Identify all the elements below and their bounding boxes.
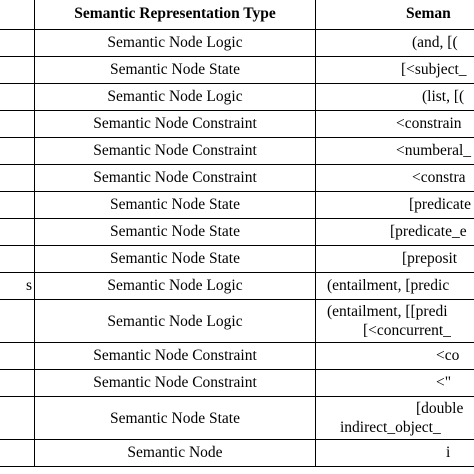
cell-c0 bbox=[0, 29, 35, 57]
cell-value-line-1: (entailment, [[predi bbox=[327, 303, 448, 320]
cell-type: Semantic Node bbox=[34, 439, 316, 467]
cell-type: Semantic Node Logic bbox=[34, 272, 316, 300]
header-row: Semantic Representation Type Seman bbox=[0, 0, 474, 30]
cell-c0 bbox=[0, 299, 35, 343]
table-row: Semantic Node Logic (list, [( bbox=[0, 83, 474, 111]
cell-value: <constra bbox=[315, 164, 474, 192]
cell-value: <co bbox=[315, 342, 474, 370]
cell-value-line-2: indirect_object_ bbox=[340, 419, 441, 436]
header-cell-0 bbox=[0, 0, 35, 30]
cell-value: (and, [( bbox=[315, 29, 474, 57]
cell-c0 bbox=[0, 342, 35, 370]
table-row: Semantic Node Logic (and, [( bbox=[0, 29, 474, 57]
cell-value: [double indirect_object_ bbox=[315, 396, 474, 440]
cell-value: (entailment, [predic bbox=[315, 272, 474, 300]
cell-type: Semantic Node Logic bbox=[34, 29, 316, 57]
cell-type: Semantic Node Constraint bbox=[34, 369, 316, 397]
cell-value: [predicate_e bbox=[315, 218, 474, 246]
cell-type: Semantic Node State bbox=[34, 218, 316, 246]
header-cell-semantic: Seman bbox=[315, 0, 474, 30]
table-row: Semantic Node State [<subject_ bbox=[0, 56, 474, 84]
cell-type: Semantic Node State bbox=[34, 56, 316, 84]
cell-c0 bbox=[0, 83, 35, 111]
cell-c0 bbox=[0, 191, 35, 219]
table-row: Semantic Node State [predicate bbox=[0, 191, 474, 219]
table-row: Semantic Node i bbox=[0, 439, 474, 467]
cell-c0 bbox=[0, 245, 35, 273]
cell-c0 bbox=[0, 56, 35, 84]
cell-c0 bbox=[0, 110, 35, 138]
table-row: Semantic Node Constraint <co bbox=[0, 342, 474, 370]
cell-c0 bbox=[0, 369, 35, 397]
cell-type: Semantic Node State bbox=[34, 245, 316, 273]
table-row: Semantic Node Constraint <constrain bbox=[0, 110, 474, 138]
cell-type: Semantic Node Logic bbox=[34, 299, 316, 343]
table-row: s Semantic Node Logic (entailment, [pred… bbox=[0, 272, 474, 300]
cell-value: <" bbox=[315, 369, 474, 397]
cell-value: [preposit bbox=[315, 245, 474, 273]
cell-value: (list, [( bbox=[315, 83, 474, 111]
table-row: Semantic Node Constraint <constra bbox=[0, 164, 474, 192]
cell-c0 bbox=[0, 137, 35, 165]
cell-c0 bbox=[0, 439, 35, 467]
table-row: Semantic Node Logic (entailment, [[predi… bbox=[0, 299, 474, 343]
cell-type: Semantic Node Constraint bbox=[34, 137, 316, 165]
cell-c0 bbox=[0, 218, 35, 246]
cell-value: [predicate bbox=[315, 191, 474, 219]
cell-type: Semantic Node State bbox=[34, 191, 316, 219]
header-cell-type: Semantic Representation Type bbox=[34, 0, 316, 30]
cell-value-line-2: [<concurrent_ bbox=[363, 322, 451, 339]
cell-value: <constrain bbox=[315, 110, 474, 138]
cell-type: Semantic Node Constraint bbox=[34, 164, 316, 192]
cell-value-line-1: [double bbox=[416, 400, 464, 417]
cell-type: Semantic Node Logic bbox=[34, 83, 316, 111]
cell-c0 bbox=[0, 396, 35, 440]
cell-value: (entailment, [[predi [<concurrent_ bbox=[315, 299, 474, 343]
table-row: Semantic Node State [double indirect_obj… bbox=[0, 396, 474, 440]
table-row: Semantic Node Constraint <numberal_ bbox=[0, 137, 474, 165]
table-row: Semantic Node State [preposit bbox=[0, 245, 474, 273]
table-row: Semantic Node State [predicate_e bbox=[0, 218, 474, 246]
cell-type: Semantic Node State bbox=[34, 396, 316, 440]
cell-value: i bbox=[315, 439, 474, 467]
cell-c0 bbox=[0, 164, 35, 192]
cell-type: Semantic Node Constraint bbox=[34, 110, 316, 138]
cell-value: <numberal_ bbox=[315, 137, 474, 165]
table-row: Semantic Node Constraint <" bbox=[0, 369, 474, 397]
cell-value: [<subject_ bbox=[315, 56, 474, 84]
cell-c0: s bbox=[0, 272, 35, 300]
cell-type: Semantic Node Constraint bbox=[34, 342, 316, 370]
